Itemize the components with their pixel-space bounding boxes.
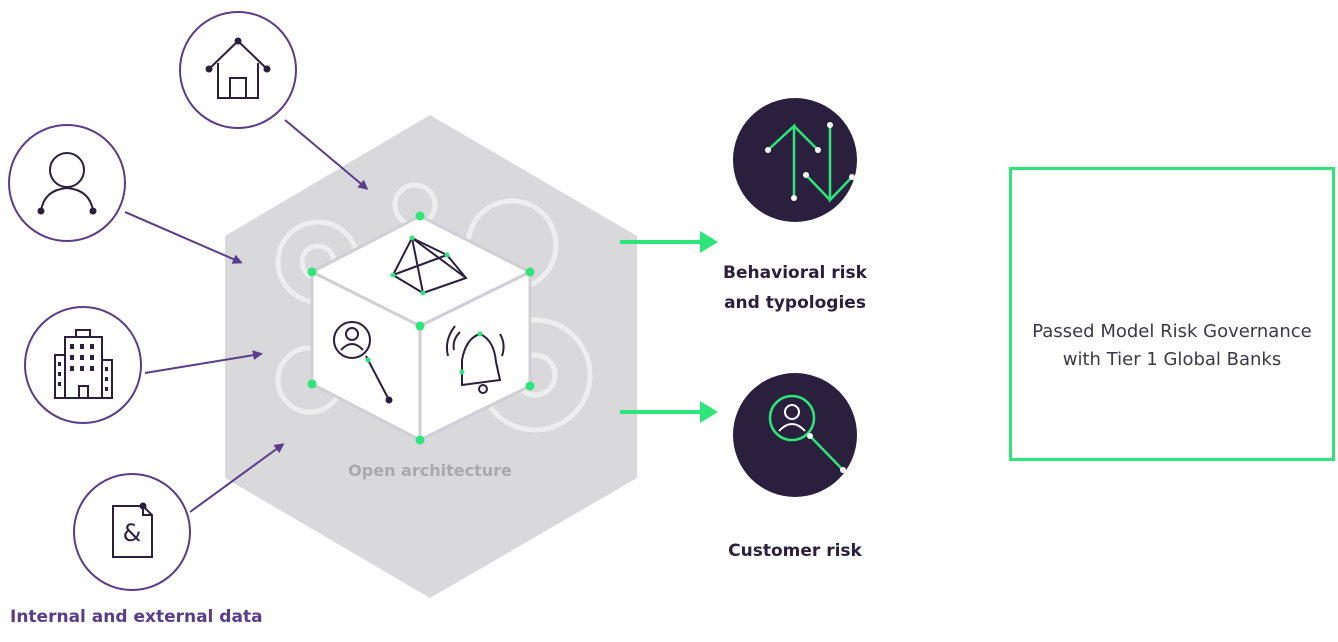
source-user [8, 124, 126, 242]
source-home [179, 11, 297, 129]
governance-badge: Passed Model Risk Governance with Tier 1… [1009, 167, 1335, 461]
input-connectors [124, 119, 369, 513]
hub-label: Open architecture [348, 461, 512, 480]
badge-text: Passed Model Risk Governance with Tier 1… [1032, 321, 1312, 370]
architecture-cube [307, 211, 535, 445]
source-document: & [73, 473, 191, 591]
alert-bell-icon [445, 325, 505, 394]
customer-search-icon [768, 394, 846, 473]
output-label-behavioral: Behavioral risk and typologies [723, 263, 867, 313]
home-icon [205, 37, 271, 99]
document-ampersand-icon: & [112, 502, 153, 558]
sources-label: Internal and external data [10, 607, 263, 627]
output-arrows [620, 231, 718, 423]
building-icon [54, 329, 113, 399]
output-customer-risk [733, 373, 857, 497]
source-building [24, 306, 142, 424]
output-label-customer: Customer risk [728, 541, 862, 561]
network-mesh-icon [390, 235, 468, 296]
user-icon [37, 152, 97, 215]
person-search-icon [333, 321, 393, 404]
building-windows [58, 344, 108, 391]
svg-text:&: & [123, 519, 142, 547]
up-down-trend-icon [765, 122, 855, 204]
output-behavioral-risk [733, 98, 857, 222]
